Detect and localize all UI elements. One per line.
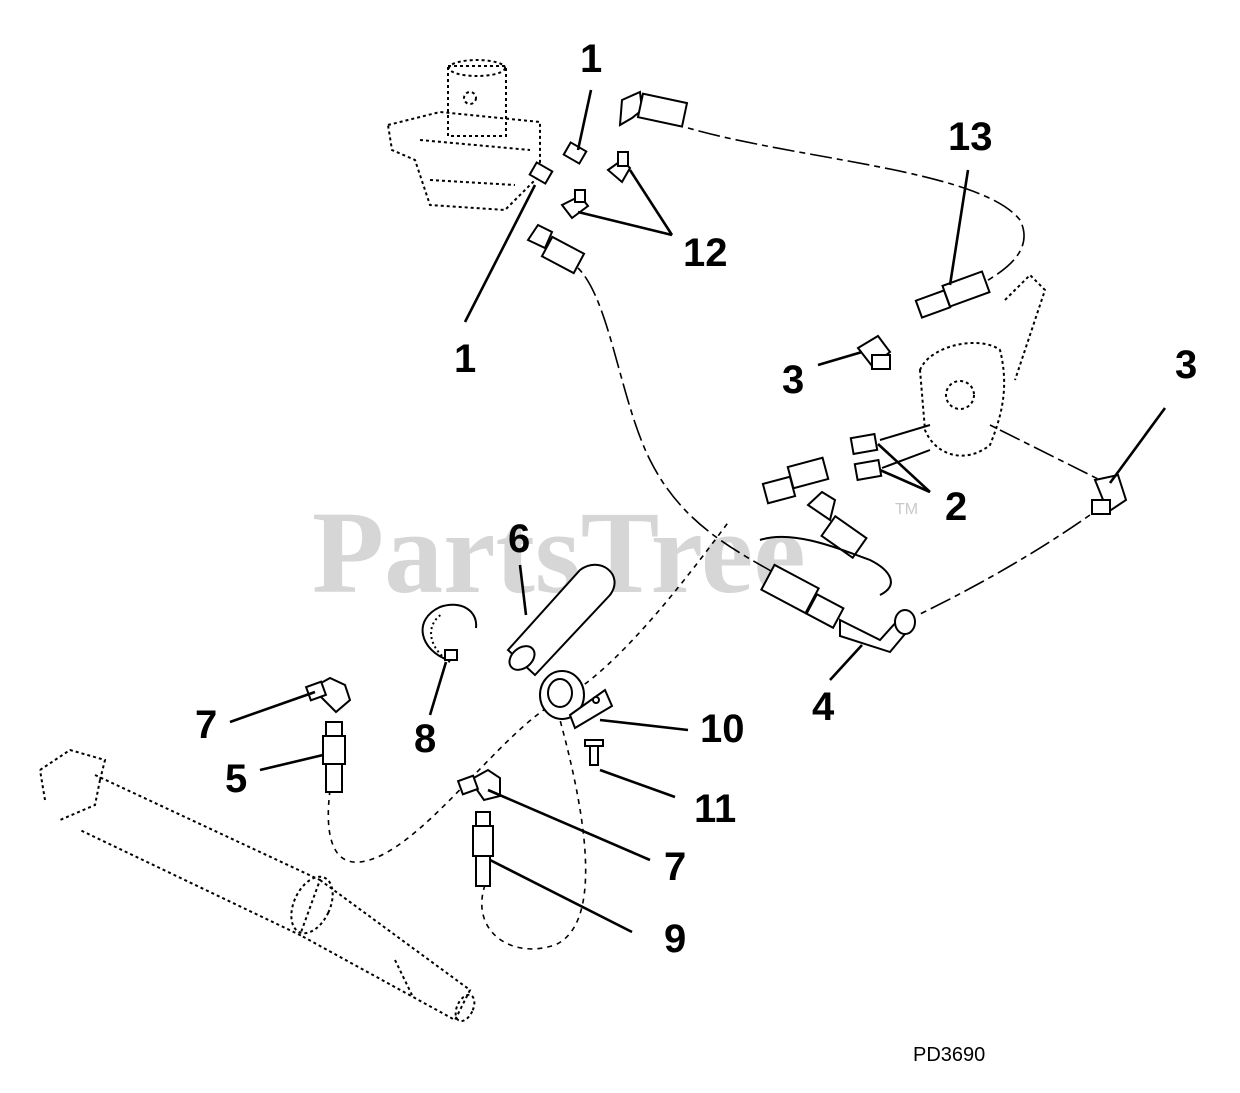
leader-lines [229, 89, 1167, 934]
callout-9: 9 [664, 917, 686, 961]
callout-7-left: 7 [195, 703, 217, 747]
hose-run-lower-right [917, 514, 1091, 616]
callout-3-right: 3 [1175, 343, 1197, 387]
hose-ends-center [759, 456, 892, 596]
fitting-12-b [560, 189, 590, 220]
fitting-1-upper [562, 141, 588, 165]
trademark-text: TM [895, 501, 918, 518]
fitting-1-lower [528, 161, 554, 185]
diagram-reference-code: PD3690 [913, 1044, 985, 1066]
callout-7-lower: 7 [664, 845, 686, 889]
callout-12: 12 [683, 231, 728, 275]
elbow-7-lower [456, 768, 501, 802]
hose-assembly-4 [760, 563, 916, 654]
control-valve-right-phantom [918, 273, 1047, 457]
callout-4: 4 [812, 685, 835, 729]
hose-end-mid [526, 223, 586, 275]
callout-10: 10 [700, 707, 745, 751]
hydraulic-cylinder-phantom [39, 748, 476, 1023]
elbow-7-upper [304, 676, 352, 714]
callout-3-left: 3 [782, 358, 804, 402]
control-valve-phantom [386, 59, 541, 212]
hose-end-top [618, 90, 689, 128]
hose-clamp-8 [421, 603, 478, 663]
elbow-3-right [1091, 473, 1128, 515]
callout-8: 8 [414, 717, 436, 761]
fittings-2 [849, 424, 931, 482]
callout-1-left: 1 [454, 337, 476, 381]
callout-6: 6 [508, 517, 530, 561]
mounting-clip-10 [539, 670, 614, 730]
elbow-3-upper [856, 334, 892, 370]
callout-11: 11 [694, 787, 736, 831]
callout-5: 5 [225, 757, 247, 801]
hose-5 [322, 721, 346, 793]
hose-run-left [577, 267, 821, 601]
hose-run-9 [481, 719, 587, 950]
hose-run-cylinder [327, 519, 731, 863]
protective-sleeve-6 [506, 563, 616, 677]
callout-1-top: 1 [580, 37, 602, 81]
hose-run-right [989, 424, 1101, 481]
hose-run-top [687, 127, 1025, 283]
screw-11 [584, 739, 604, 766]
hose-coupler-13 [914, 270, 991, 319]
callout-2: 2 [945, 485, 967, 529]
fitting-12-a [606, 151, 632, 184]
hose-9 [472, 811, 494, 887]
callout-13: 13 [948, 115, 993, 159]
